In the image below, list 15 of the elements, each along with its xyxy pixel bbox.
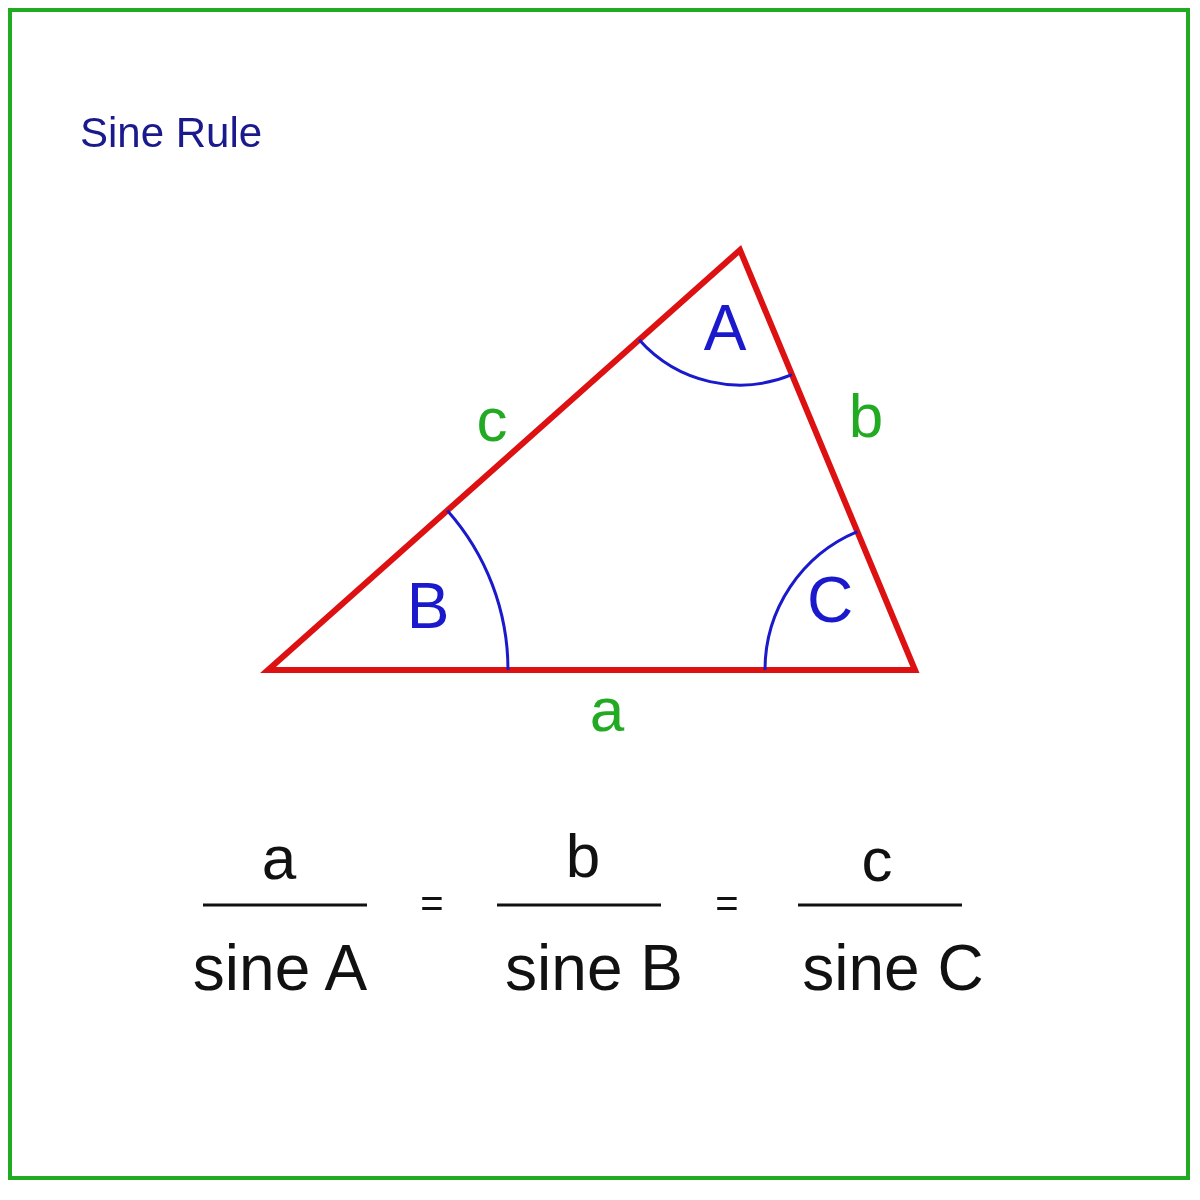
numerator: c bbox=[861, 829, 893, 891]
title: Sine Rule bbox=[80, 112, 263, 154]
numerator: b bbox=[565, 825, 601, 887]
vertex-label: B bbox=[406, 574, 450, 638]
numerator: a bbox=[261, 827, 297, 889]
side-label: b bbox=[848, 385, 884, 447]
denominator: sine A bbox=[192, 936, 368, 1000]
side-label: c bbox=[476, 389, 508, 451]
equals-sign: = bbox=[420, 883, 444, 923]
side-label: a bbox=[589, 679, 625, 741]
denominator: sine B bbox=[505, 936, 683, 1000]
vertex-label: A bbox=[703, 296, 747, 360]
vertex-label: C bbox=[806, 568, 854, 632]
equals-sign: = bbox=[715, 883, 739, 923]
denominator: sine C bbox=[802, 936, 984, 1000]
